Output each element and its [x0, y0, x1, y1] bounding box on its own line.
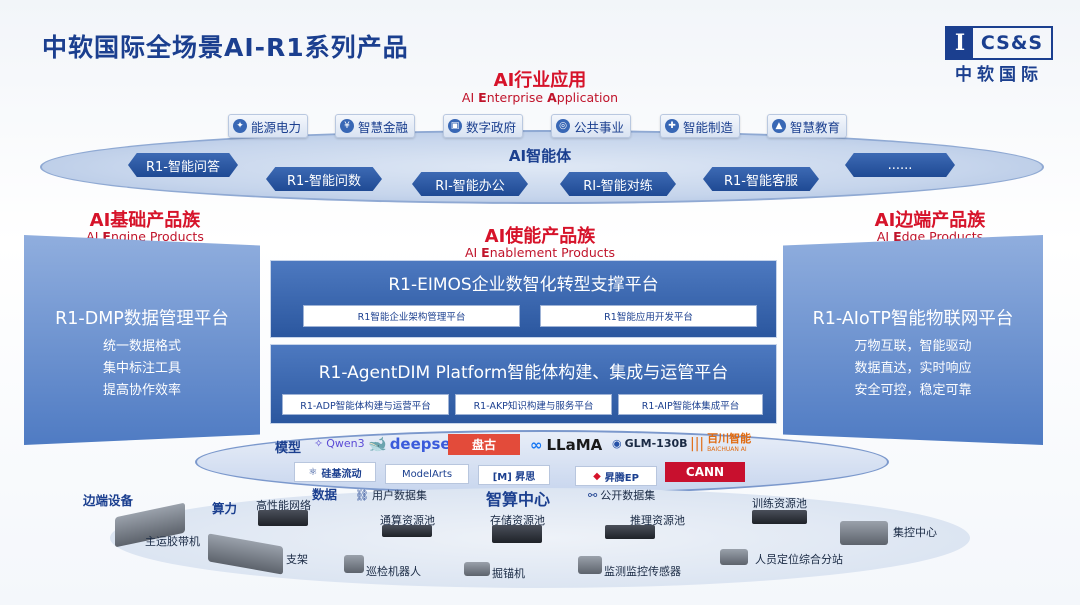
device-conveyor: 主运胶带机: [145, 535, 200, 548]
aiotp-panel: R1-AIoTP智能物联网平台 万物互联，智能驱动 数据直达，实时响应 安全可控…: [783, 235, 1043, 445]
agent-training[interactable]: RI-智能对练: [560, 172, 676, 196]
agentdim-chip-akp[interactable]: R1-AKP知识构建与服务平台: [455, 394, 612, 415]
dmp-panel: R1-DMP数据管理平台 统一数据格式 集中标注工具 提高协作效率: [24, 235, 260, 445]
logo-text: CS&S: [980, 32, 1044, 54]
pool-storage: 存储资源池: [490, 514, 545, 527]
agent-office[interactable]: RI-智能办公: [412, 172, 528, 196]
enablement-title: AI使能产品族: [484, 226, 596, 247]
app-government[interactable]: ▣数字政府: [443, 114, 524, 138]
app-public[interactable]: ◎公共事业: [551, 114, 632, 138]
public-dataset: ⚯公开数据集: [588, 488, 656, 503]
device-locator: 人员定位综合分站: [755, 553, 843, 566]
device-robot: 巡检机器人: [366, 565, 421, 578]
app-energy[interactable]: ✦能源电力: [228, 114, 309, 138]
model-glm[interactable]: ◉GLM-130B: [612, 437, 688, 450]
network-icon: ⚛: [308, 466, 318, 478]
qwen-icon: ✧: [314, 437, 324, 450]
training-server-icon: [752, 510, 807, 524]
pool-general: 通算资源池: [380, 514, 435, 527]
aiotp-title: R1-AIoTP智能物联网平台: [812, 309, 1014, 329]
monitor-icon: ▣: [448, 119, 462, 133]
baichuan-icon: |||: [690, 436, 705, 452]
eimos-chip-architecture[interactable]: R1智能企业架构管理平台: [303, 305, 520, 327]
aiotp-item: 安全可控，稳定可靠: [854, 383, 972, 398]
logo-subtitle: 中软国际: [955, 65, 1043, 85]
agentdim-chip-adp[interactable]: R1-ADP智能体构建与运营平台: [282, 394, 449, 415]
chip-modelarts[interactable]: ModelArts: [385, 464, 469, 484]
agent-band-label: AI智能体: [508, 147, 572, 165]
aiotp-item: 万物互联，智能驱动: [854, 339, 972, 354]
dmp-item: 统一数据格式: [102, 339, 181, 354]
app-education[interactable]: ▲智慧教育: [767, 114, 848, 138]
link-icon: ⛓: [355, 488, 369, 502]
model-pangu[interactable]: 盘古: [448, 434, 520, 455]
agent-more[interactable]: ......: [845, 153, 955, 177]
device-control-center: 集控中心: [893, 526, 937, 539]
hpn-server-icon: [258, 510, 308, 526]
general-server-icon: [382, 525, 432, 537]
control-center-icon: [840, 521, 888, 545]
model-qwen[interactable]: ✧Qwen3: [314, 437, 365, 450]
inference-server-icon: [605, 525, 655, 539]
app-finance[interactable]: ¥智慧金融: [335, 114, 416, 138]
agent-qa[interactable]: R1-智能问答: [128, 153, 238, 177]
agentdim-title: R1-AgentDIM Platform智能体构建、集成与运管平台: [318, 363, 729, 383]
glm-icon: ◉: [612, 437, 622, 450]
dmp-title: R1-DMP数据管理平台: [55, 309, 229, 329]
edge-devices-label: 边端设备: [83, 493, 134, 508]
eimos-title: R1-EIMOS企业数智化转型支撑平台: [388, 275, 659, 295]
ascend-icon: ◆: [593, 470, 601, 482]
app-manufacturing[interactable]: ✚智能制造: [660, 114, 741, 138]
coin-icon: ¥: [340, 119, 354, 133]
graduation-icon: ▲: [772, 119, 786, 133]
sensor-icon: [578, 556, 602, 574]
logo-mark: I: [947, 28, 973, 58]
engine-title: AI基础产品族: [89, 210, 201, 231]
chip-mindspore[interactable]: [M] 昇思: [478, 465, 550, 485]
model-llama[interactable]: ∞LLaMA: [530, 436, 603, 454]
eimos-chip-appdev[interactable]: R1智能应用开发平台: [540, 305, 757, 327]
device-sensor: 监测监控传感器: [604, 565, 681, 578]
globe-icon: ◎: [556, 119, 570, 133]
agent-service[interactable]: R1-智能客服: [703, 167, 819, 191]
data-label: 数据: [312, 487, 338, 502]
chip-ascend-ep[interactable]: ◆昇腾EP: [575, 466, 657, 486]
chip-cann[interactable]: CANN: [665, 462, 745, 482]
company-logo: I CS&S: [945, 26, 1053, 60]
enterprise-title: AI行业应用: [493, 70, 587, 91]
storage-server-icon: [492, 525, 542, 543]
hpn-label: 高性能网络: [256, 499, 311, 512]
enterprise-subtitle: AI Enterprise Application: [461, 90, 619, 105]
locator-icon: [720, 549, 748, 565]
pool-inference: 推理资源池: [630, 514, 685, 527]
enablement-subtitle: AI Enablement Products: [464, 245, 616, 260]
agentdim-chip-aip[interactable]: R1-AIP智能体集成平台: [618, 394, 763, 415]
bulb-icon: ✦: [233, 119, 247, 133]
device-support: 支架: [286, 553, 308, 566]
agent-data-query[interactable]: R1-智能问数: [266, 167, 382, 191]
tool-icon: ✚: [665, 119, 679, 133]
edge-title: AI边端产品族: [874, 210, 986, 231]
user-dataset: ⛓用户数据集: [355, 488, 427, 503]
model-label: 模型: [275, 441, 302, 456]
whale-icon: 🐋: [368, 435, 387, 453]
aiotp-item: 数据直达，实时响应: [854, 361, 972, 376]
share-icon: ⚯: [588, 488, 598, 502]
robot-icon: [344, 555, 364, 573]
meta-icon: ∞: [530, 436, 543, 454]
center-label: 智算中心: [486, 490, 551, 509]
bolter-icon: [464, 562, 490, 576]
dmp-item: 集中标注工具: [102, 361, 181, 376]
page-title: 中软国际全场景AI-R1系列产品: [42, 33, 409, 62]
pool-training: 训练资源池: [752, 497, 807, 510]
chip-siliconflow[interactable]: ⚛硅基流动: [294, 462, 376, 482]
device-bolter: 掘锚机: [492, 567, 525, 580]
dmp-item: 提高协作效率: [102, 383, 181, 398]
compute-label: 算力: [212, 501, 238, 516]
